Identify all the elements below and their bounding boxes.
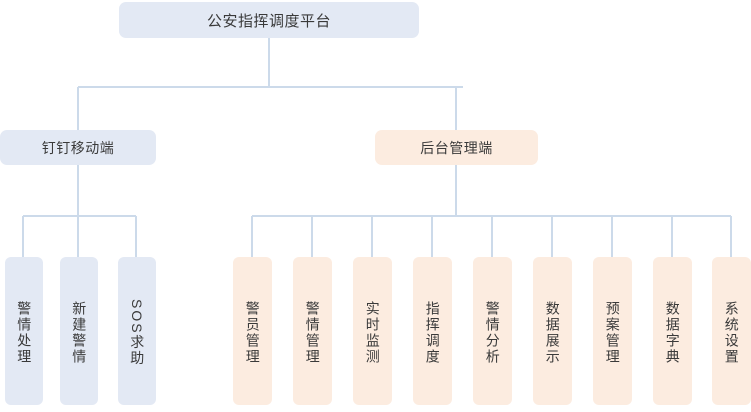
leaf-node-backend-8[interactable]: 数据字典 <box>653 257 692 405</box>
leaf-node-mobile-2[interactable]: 新建警情 <box>60 257 98 405</box>
leaf-label: 数据展示 <box>544 301 561 365</box>
leaf-label: 新建警情 <box>71 301 88 365</box>
node-root[interactable]: 公安指挥调度平台 <box>119 2 419 38</box>
leaf-label: 警情管理 <box>304 301 321 365</box>
leaf-label: 预案管理 <box>604 301 621 365</box>
leaf-node-backend-3[interactable]: 实时监测 <box>353 257 392 405</box>
leaf-node-mobile-1[interactable]: 警情处理 <box>5 257 43 405</box>
leaf-label: 数据字典 <box>664 301 681 365</box>
leaf-label: 警情处理 <box>16 301 33 365</box>
leaf-label: 指挥调度 <box>424 301 441 365</box>
leaf-label: 警员管理 <box>244 301 261 365</box>
node-branch-mobile[interactable]: 钉钉移动端 <box>0 130 156 165</box>
leaf-node-backend-6[interactable]: 数据展示 <box>533 257 572 405</box>
leaf-label: 系统设置 <box>723 301 740 365</box>
node-branch-backend[interactable]: 后台管理端 <box>375 130 538 165</box>
leaf-label: SOS求助 <box>129 299 146 367</box>
leaf-node-backend-7[interactable]: 预案管理 <box>593 257 632 405</box>
leaf-node-backend-1[interactable]: 警员管理 <box>233 257 272 405</box>
leaf-node-backend-5[interactable]: 警情分析 <box>473 257 512 405</box>
leaf-node-backend-9[interactable]: 系统设置 <box>712 257 751 405</box>
leaf-node-backend-2[interactable]: 警情管理 <box>293 257 332 405</box>
leaf-label: 实时监测 <box>364 301 381 365</box>
leaf-node-backend-4[interactable]: 指挥调度 <box>413 257 452 405</box>
leaf-label: 警情分析 <box>484 301 501 365</box>
leaf-node-mobile-3[interactable]: SOS求助 <box>118 257 156 405</box>
